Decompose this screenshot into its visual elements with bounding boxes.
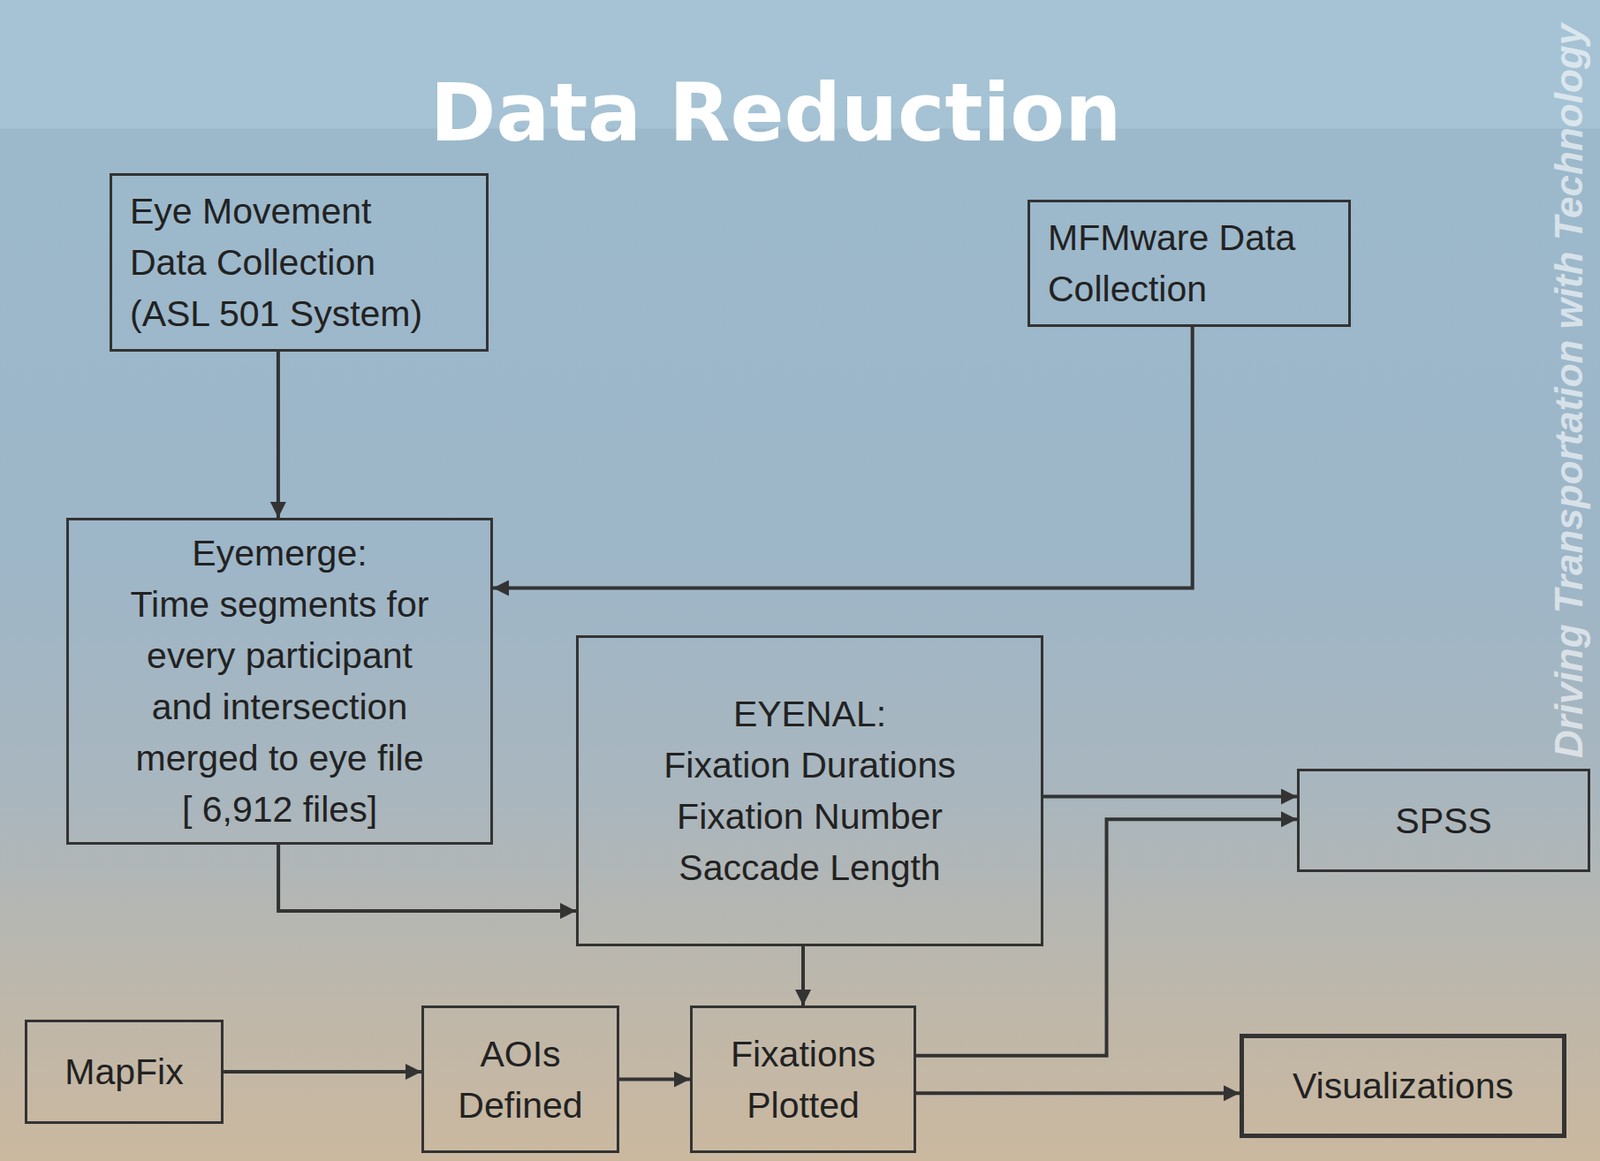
box-text: MapFix <box>64 1046 183 1098</box>
flow-arrow <box>1043 795 1297 799</box>
box-text: Saccade Length <box>678 841 941 894</box>
box-text: [ 6,912 files] <box>181 783 378 835</box>
watermark-text: Driving Transportation with Technology <box>1546 23 1592 759</box>
slide-title: Data Reduction <box>333 60 1218 167</box>
process-box: Fixations Plotted <box>690 1005 917 1153</box>
flow-arrow <box>801 946 805 1006</box>
flow-arrow <box>916 1091 1240 1095</box>
data-source-box: Eye Movement Data Collection (ASL 501 Sy… <box>109 173 489 352</box>
output-box: SPSS <box>1296 768 1591 873</box>
box-text: AOIs Defined <box>432 1028 608 1131</box>
box-text: Eye Movement Data Collection (ASL 501 Sy… <box>129 185 435 340</box>
output-box: Visualizations <box>1239 1033 1567 1138</box>
process-box: Eyemerge:Time segments for every partici… <box>66 517 493 845</box>
flow-arrow <box>278 844 577 911</box>
tool-box: MapFix <box>24 1019 224 1124</box>
box-text: Visualizations <box>1292 1060 1514 1112</box>
flow-arrow <box>916 818 1297 1056</box>
flow-arrow <box>223 1069 422 1074</box>
box-text: MFMware Data Collection <box>1047 212 1305 315</box>
process-box: EYENAL:Fixation DurationsFixation Number… <box>576 635 1044 947</box>
flow-arrow <box>619 1077 691 1082</box>
data-source-box: MFMware Data Collection <box>1027 199 1351 327</box>
process-box: AOIs Defined <box>421 1005 620 1153</box>
box-text: Time segments for every participant and … <box>112 578 448 784</box>
box-heading: Eyemerge: <box>191 527 367 579</box>
flow-arrow <box>492 326 1193 589</box>
flow-arrow <box>276 351 281 518</box>
box-text: Fixations Plotted <box>701 1028 905 1131</box>
box-heading: EYENAL: <box>733 688 887 740</box>
box-text: Fixation Durations <box>663 739 956 791</box>
box-text: SPSS <box>1395 795 1492 847</box>
box-text: Fixation Number <box>676 790 943 842</box>
